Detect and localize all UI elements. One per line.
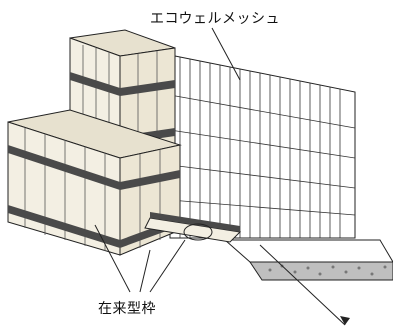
formwork-leader-lines bbox=[94, 224, 186, 293]
formwork-base-strip bbox=[144, 212, 242, 243]
formwork-label: 在来型枠 bbox=[98, 301, 156, 317]
ground-strip bbox=[223, 239, 393, 326]
ecowell-mesh-panel bbox=[169, 54, 356, 239]
formwork-lower-box bbox=[7, 109, 182, 256]
mesh-leader-line bbox=[211, 27, 241, 81]
mesh-label: エコウェルメッシュ bbox=[150, 11, 280, 27]
